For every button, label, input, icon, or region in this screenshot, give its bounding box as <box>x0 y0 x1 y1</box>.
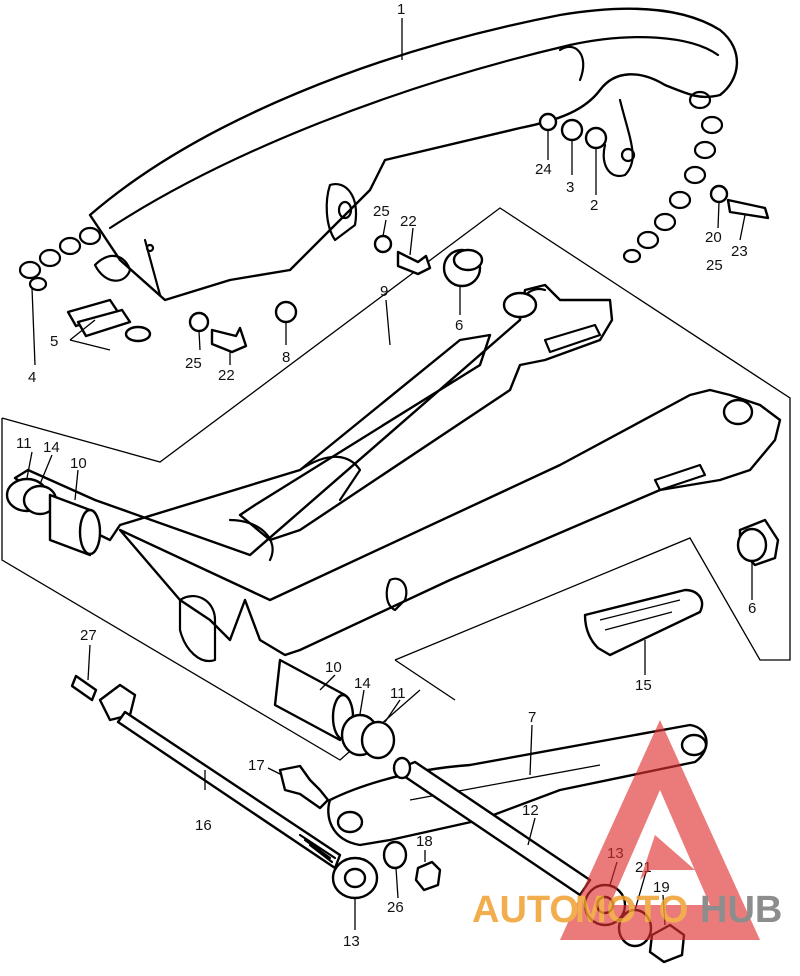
part-label: 24 <box>535 161 552 178</box>
part-label: 14 <box>354 675 371 692</box>
part-label: 25 <box>185 355 202 372</box>
pivot-bushings <box>5 477 396 760</box>
part-labels: 1 2 3 4 5 6 6 7 8 9 10 10 11 11 12 13 13… <box>16 1 756 950</box>
swing-arm <box>13 283 782 663</box>
part-label: 2 <box>590 197 598 214</box>
collar-bolt <box>278 764 330 810</box>
master-link <box>66 298 152 343</box>
part-label: 3 <box>566 179 574 196</box>
part-label: 10 <box>70 455 87 472</box>
part-label: 22 <box>218 367 235 384</box>
part-label: 7 <box>528 709 536 726</box>
part-label: 4 <box>28 369 36 386</box>
chain-case <box>88 7 739 302</box>
sticker <box>583 588 704 657</box>
part-label: 12 <box>522 802 539 819</box>
logo-text-moto: MOTO <box>575 889 688 931</box>
logo-text-auto: AUTO <box>472 889 579 931</box>
part-label: 15 <box>635 677 652 694</box>
part-label: 18 <box>416 833 433 850</box>
part-label: 11 <box>390 685 406 702</box>
part-label: 25 <box>706 257 723 274</box>
part-label: 14 <box>43 439 60 456</box>
part-label: 27 <box>80 627 97 644</box>
part-label: 13 <box>343 933 360 950</box>
part-label: 17 <box>248 757 265 774</box>
automotohub-logo: AUTO MOTO HUB <box>472 720 782 940</box>
part-label: 6 <box>455 317 463 334</box>
part-label: 9 <box>380 283 388 300</box>
part-label: 11 <box>16 435 32 452</box>
part-label: 5 <box>50 333 58 350</box>
part-label: 8 <box>282 349 290 366</box>
bushing-right <box>736 518 780 567</box>
logo-triangle-mark <box>560 720 760 940</box>
part-label: 16 <box>195 817 212 834</box>
part-label: 26 <box>387 899 404 916</box>
part-label: 10 <box>325 659 342 676</box>
part-label: 25 <box>373 203 390 220</box>
part-label: 6 <box>748 600 756 617</box>
part-label: 22 <box>400 213 417 230</box>
logo-text-hub: HUB <box>700 889 782 931</box>
part-label: 20 <box>705 229 722 246</box>
part-label: 23 <box>731 243 748 260</box>
part-label: 1 <box>397 1 405 18</box>
part-label: 19 <box>653 879 670 896</box>
drive-chain <box>18 90 724 292</box>
